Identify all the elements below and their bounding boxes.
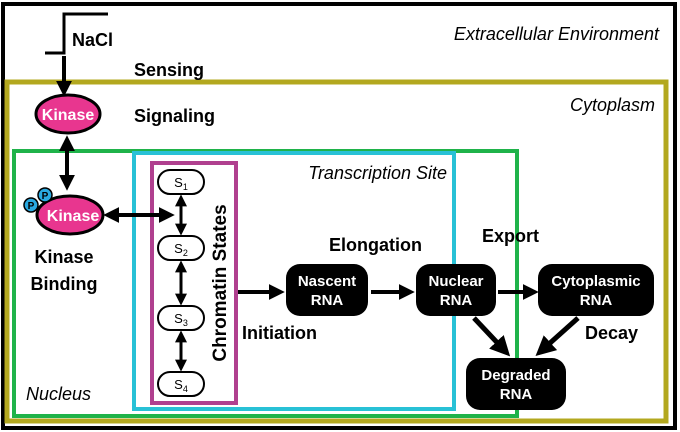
nucleus-label: Nucleus [26,384,91,404]
elongation-label: Elongation [329,235,422,255]
extracellular-label: Extracellular Environment [454,24,660,44]
phospho-kinase-label: Kinase [47,208,100,225]
cytoplasm-box [4,79,669,424]
sensing-label: Sensing [134,60,204,80]
degraded-rna-label: Degraded [481,367,550,384]
nascent-rna-label: Nascent [298,273,356,290]
state-s3 [157,305,205,331]
phosphate-icon [23,197,39,213]
decay-label: Decay [585,323,638,343]
state-s2-label: S2 [174,241,188,258]
phospho-kinase-node [35,194,105,236]
nuclear-rna-node [416,264,496,316]
degraded-rna-node [466,358,566,410]
nascent-rna-node [286,264,368,316]
nascent-rna-label: RNA [311,292,344,309]
phosphate-label: P [28,201,35,212]
cytoplasm-label: Cytoplasm [570,95,655,115]
initiation-label: Initiation [242,323,317,343]
phosphate-icon [37,187,53,203]
cytoplasmic-rna-label: RNA [580,292,613,309]
state-s3-label: S3 [174,311,188,328]
cytoplasmic-rna-node [538,264,654,316]
cytoplasmic-rna-label: Cytoplasmic [551,273,640,290]
export-label: Export [482,226,539,246]
phosphate-label: P [42,191,49,202]
kinase-node-label: Kinase [42,107,95,124]
state-s2 [157,235,205,261]
chromatin-states-box [150,161,238,405]
nuclear-rna-label: Nuclear [428,273,483,290]
nuclear-rna-label: RNA [440,292,473,309]
state-s1 [157,169,205,195]
state-s4 [157,371,205,397]
state-s4-label: S4 [174,377,188,394]
cytoplasmic-decay-arrow [535,316,580,357]
transcription-site-label: Transcription Site [308,163,447,183]
nacl-label: NaCl [72,30,113,50]
kinase-binding-label: Kinase [34,247,93,267]
nacl-step-line [45,12,108,55]
degraded-rna-label: RNA [500,386,533,403]
signaling-label: Signaling [134,106,215,126]
chromatin-states-label: Chromatin States [210,204,231,361]
kinase-node [34,93,102,135]
nuclear-decay-arrow [472,316,511,357]
state-s1-label: S1 [174,175,188,192]
kinase-binding-label: Binding [31,274,98,294]
